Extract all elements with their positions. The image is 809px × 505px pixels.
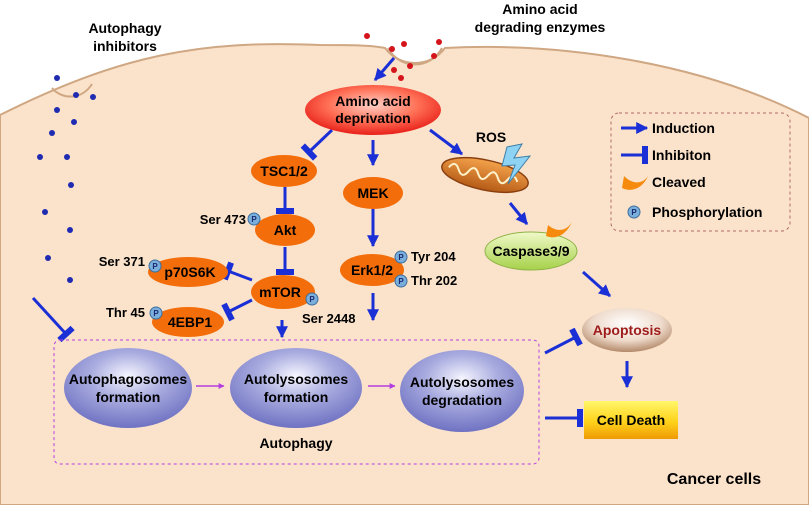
legend-phospho-icon <box>627 205 641 219</box>
tyr204-label: Tyr 204 <box>411 249 456 264</box>
svg-text:P: P <box>309 295 315 304</box>
ser473-label: Ser 473 <box>200 212 246 227</box>
legend-box <box>610 112 791 232</box>
ros-label: ROS <box>476 129 506 145</box>
mek-label: MEK <box>357 185 388 201</box>
4ebp1-label: 4EBP1 <box>168 314 213 330</box>
mtor-label: mTOR <box>259 284 301 300</box>
legend-induction-label: Induction <box>652 120 715 136</box>
thr45-label: Thr 45 <box>106 305 145 320</box>
cell-membrane <box>0 43 809 505</box>
autolysosomes-formation-label-2: formation <box>264 389 329 405</box>
svg-text:P: P <box>631 208 637 217</box>
akt-label: Akt <box>274 222 297 238</box>
svg-text:P: P <box>398 253 404 262</box>
p70s6k-node <box>148 257 228 287</box>
caspase-node <box>484 231 578 271</box>
erk-node <box>340 254 404 286</box>
caspase-label: Caspase3/9 <box>492 243 569 259</box>
apoptosis-node <box>582 308 672 352</box>
tsc-node <box>251 155 317 187</box>
4ebp1-node <box>152 307 224 337</box>
inhibitor-molecules <box>37 75 96 283</box>
autophagosomes-node <box>64 348 192 428</box>
mek-node <box>343 177 403 209</box>
autophagosomes-label-1: Autophagosomes <box>69 371 187 387</box>
amino-acid-deprivation-node <box>305 85 441 135</box>
tsc-label: TSC1/2 <box>260 163 308 179</box>
cell-death-label: Cell Death <box>597 412 665 428</box>
ser371-label: Ser 371 <box>99 254 145 269</box>
inhibition-arrows <box>31 128 583 427</box>
amino-acid-label-2: deprivation <box>335 110 410 126</box>
autolysosomes-formation-node <box>230 348 362 428</box>
autophagosomes-label-2: formation <box>96 389 161 405</box>
svg-text:P: P <box>398 277 404 286</box>
amino-acid-label-1: Amino acid <box>335 93 410 109</box>
induction-arrows <box>276 57 633 389</box>
kinase-nodes <box>148 155 404 337</box>
mtor-node <box>251 275 315 309</box>
akt-node <box>255 214 315 246</box>
apoptosis-label: Apoptosis <box>593 322 662 338</box>
cancer-cells-label: Cancer cells <box>667 471 761 488</box>
legend-cleaved-label: Cleaved <box>652 174 706 190</box>
autophagy-inhibitors-label-2: inhibitors <box>93 38 157 54</box>
autolysosomes-degradation-node <box>400 350 524 432</box>
phospho-badges: P P P P P P <box>148 212 408 320</box>
autophagy-label: Autophagy <box>259 435 332 451</box>
enzyme-molecules <box>364 33 442 81</box>
p70s6k-label: p70S6K <box>164 264 215 280</box>
legend-inhibition-label: Inhibiton <box>652 147 711 163</box>
legend-cleaved-icon <box>622 176 648 190</box>
enzymes-label-2: degrading enzymes <box>475 19 606 35</box>
cell-death-node <box>584 401 678 439</box>
autophagy-box <box>53 339 540 465</box>
ser2448-label: Ser 2448 <box>302 311 356 326</box>
membrane-pit-right <box>387 47 443 66</box>
thr202-label: Thr 202 <box>411 273 457 288</box>
autolysosomes-degradation-label-1: Autolysosomes <box>410 374 514 390</box>
lightning-icon <box>501 143 532 185</box>
cleaved-icon <box>546 222 572 238</box>
autolysosomes-degradation-label-2: degradation <box>422 392 502 408</box>
mitochondrion-icon <box>441 156 529 194</box>
membrane-pit-left <box>51 83 93 98</box>
autolysosomes-formation-label-1: Autolysosomes <box>244 371 348 387</box>
svg-text:P: P <box>152 262 158 271</box>
legend-phosphorylation-label: Phosphorylation <box>652 204 762 220</box>
autophagy-inhibitors-label-1: Autophagy <box>88 20 161 36</box>
erk-label: Erk1/2 <box>351 262 393 278</box>
svg-text:P: P <box>251 215 257 224</box>
enzymes-label-1: Amino acid <box>502 1 577 17</box>
svg-text:P: P <box>153 309 159 318</box>
